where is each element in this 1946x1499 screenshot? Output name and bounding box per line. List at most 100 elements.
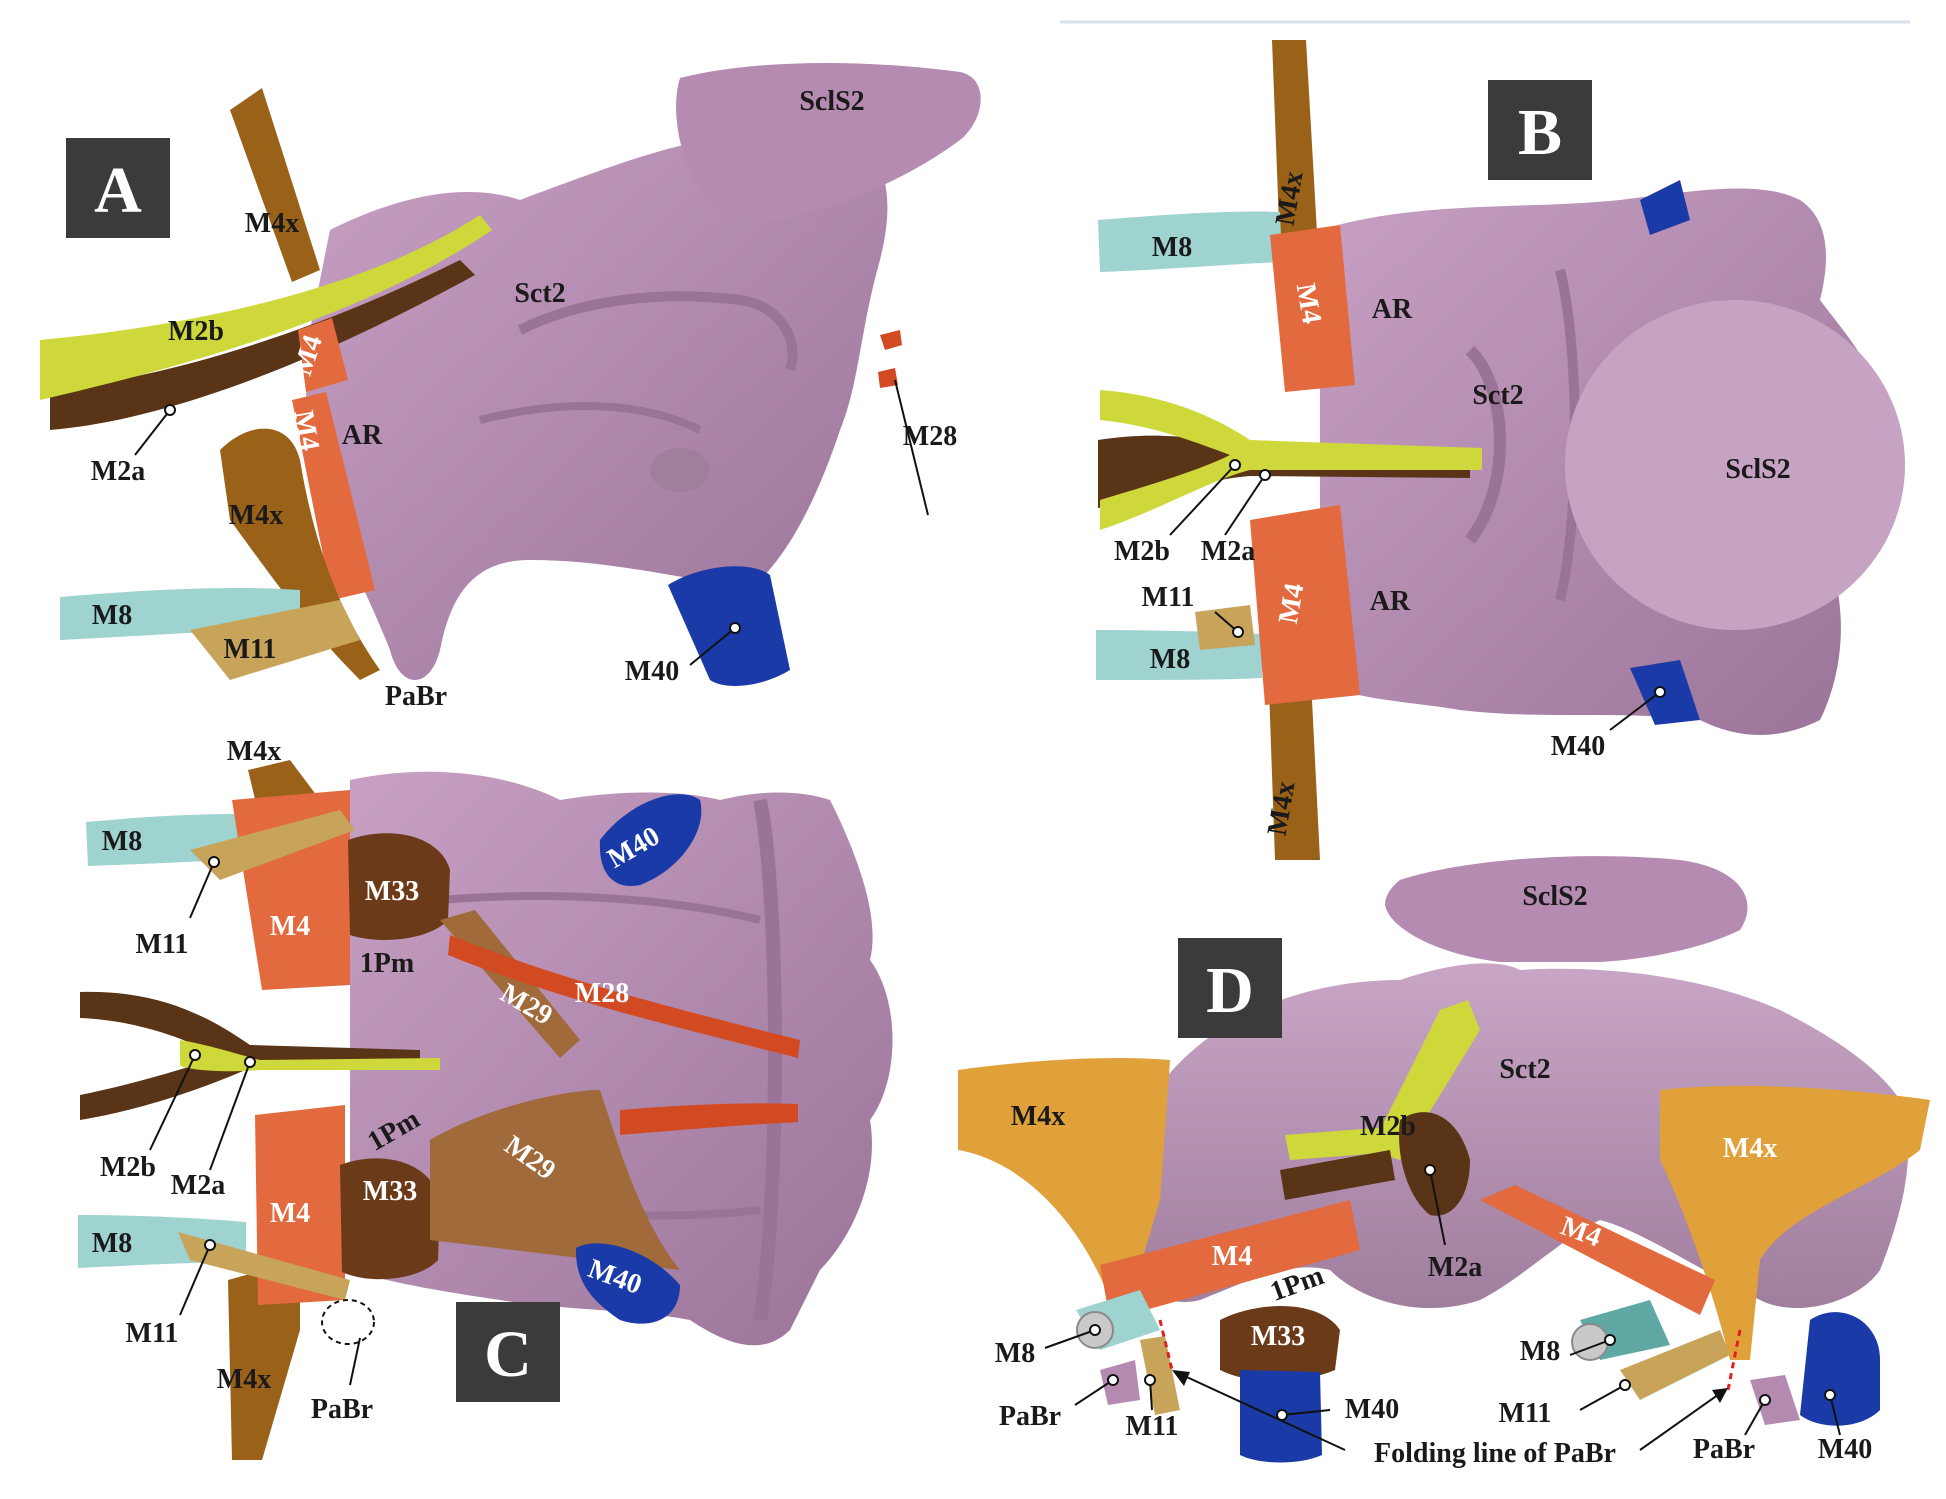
c-leader-m11-bottom	[179, 1244, 211, 1316]
d-m2a-shape	[1280, 1150, 1395, 1200]
a-label-ar: AR	[342, 420, 383, 451]
c-pabr-outline	[321, 1299, 375, 1345]
d-leader-m11-right	[1579, 1384, 1626, 1411]
m4-lower-shape	[292, 392, 375, 600]
d-label-m33: M33	[1251, 1321, 1305, 1352]
c-label-m4-bottom: M4	[270, 1198, 310, 1229]
b-label-m11: M11	[1142, 582, 1195, 613]
b-label-m8-top: M8	[1152, 232, 1192, 263]
d-m2b-shape	[1370, 1000, 1480, 1160]
a-label-m40: M40	[625, 656, 679, 687]
c-m11-top-shape	[190, 810, 355, 880]
panel-d-letter-box	[1178, 938, 1282, 1038]
d-m4-right-shape	[1480, 1185, 1715, 1315]
a-label-scls2: SclS2	[799, 86, 864, 117]
d-label-sct2: Sct2	[1499, 1054, 1550, 1085]
c-label-m33-bottom: M33	[363, 1176, 417, 1207]
c-ridge	[753, 798, 782, 1322]
d-m4x-left-shape	[958, 1058, 1170, 1300]
b-leader-m2b	[1169, 464, 1236, 536]
c-label-m2b: M2b	[100, 1152, 156, 1183]
d-leader-folding-right	[1639, 1391, 1723, 1451]
d-label-m4-left: M4	[1212, 1241, 1252, 1272]
d-dot-pabr-left	[1107, 1374, 1119, 1386]
d-label-m11-right: M11	[1499, 1398, 1552, 1429]
d-dot-m40-right	[1824, 1389, 1836, 1401]
b-label-scls2: SclS2	[1725, 454, 1790, 485]
a-label-m2b: M2b	[168, 316, 224, 347]
b-m4-top-shape	[1270, 225, 1355, 392]
a-label-m8: M8	[92, 600, 132, 631]
b-m4-bottom-shape	[1250, 505, 1360, 705]
d-leader-m8-left	[1044, 1329, 1096, 1349]
d-label-m4x-left: M4x	[1011, 1101, 1065, 1132]
panel-c-letter: C	[484, 1318, 532, 1391]
c-dot-m11-bottom	[204, 1239, 216, 1251]
b-leader-m40	[1609, 691, 1661, 731]
d-dot-m11-left	[1144, 1374, 1156, 1386]
c-label-m4-top: M4	[270, 911, 310, 942]
c-leader-m2b	[149, 1054, 196, 1151]
d-label-m2b: M2b	[1360, 1111, 1416, 1142]
m11-shape	[190, 600, 360, 680]
d-label-pabr-left: PaBr	[999, 1401, 1061, 1432]
c-leader-m11-top	[189, 861, 215, 919]
d-label-m40-left: M40	[1345, 1394, 1399, 1425]
a-ridge	[517, 291, 798, 372]
leader-m40	[689, 627, 736, 666]
d-pabr-left-shape	[1100, 1360, 1140, 1405]
c-dot-m11-top	[208, 856, 220, 868]
a-label-pabr: PaBr	[385, 681, 447, 712]
c-dot-m2b	[189, 1049, 201, 1061]
a-label-m4-lower: M4	[288, 408, 326, 453]
b-label-ar-bottom: AR	[1370, 586, 1411, 617]
d-m11-right-shape	[1620, 1330, 1730, 1400]
c-label-m2a: M2a	[171, 1170, 225, 1201]
d-m2a-blob	[1399, 1112, 1470, 1216]
c-m28-shape	[448, 935, 800, 1058]
c-label-pabr: PaBr	[311, 1394, 373, 1425]
m2a-shape	[50, 260, 475, 430]
d-pabr-right-shape	[1750, 1375, 1800, 1425]
panel-a-letter-box	[66, 138, 170, 238]
d-leader-m2a	[1429, 1169, 1446, 1246]
d-leader-m40-left	[1281, 1409, 1331, 1416]
b-m8-top-shape	[1098, 211, 1282, 272]
a-label-m4x-top: M4x	[245, 208, 299, 239]
c-m2a-shape	[80, 991, 420, 1120]
a-scls2-plate	[676, 62, 981, 220]
d-m40-right-shape	[1800, 1312, 1880, 1426]
panel-c: C M4x M8 M40 M33 M11 M4 1Pm M29 M28 M2b …	[78, 736, 893, 1460]
panel-a: A SclS2 M4x Sct2 M2b M4 M4 AR M2a M4x M2…	[40, 62, 981, 712]
c-label-m28: M28	[575, 978, 629, 1009]
b-label-ar-top: AR	[1372, 294, 1413, 325]
b-m40-top-shape	[1640, 180, 1690, 235]
dot-m40	[729, 622, 741, 634]
d-label-m8-right: M8	[1520, 1336, 1560, 1367]
c-m40-top-shape	[599, 794, 702, 886]
m28-shape	[878, 368, 898, 388]
c-m29-bottom-shape	[430, 1090, 680, 1270]
d-scls2-cap	[1385, 856, 1748, 962]
b-dot-m11	[1232, 626, 1244, 638]
dot-m2a	[164, 404, 176, 416]
c-label-m11-bottom: M11	[126, 1318, 179, 1349]
d-label-m40-right: M40	[1818, 1434, 1872, 1465]
d-label-m2a: M2a	[1428, 1252, 1482, 1283]
c-m33-top-shape	[348, 833, 450, 940]
m28-shape	[880, 330, 902, 350]
b-label-m40: M40	[1551, 731, 1605, 762]
b-leader-m2a	[1224, 474, 1266, 536]
c-dot-m2a	[244, 1056, 256, 1068]
a-bump	[650, 448, 710, 492]
b-label-m2a: M2a	[1201, 536, 1255, 567]
b-label-m4-top: M4	[1290, 281, 1328, 326]
b-dot-m40	[1654, 686, 1666, 698]
d-leader-m40-right	[1829, 1394, 1841, 1436]
c-label-m4x-bottom: M4x	[217, 1364, 271, 1395]
c-m11-bottom-shape	[178, 1232, 350, 1300]
c-m33-bottom-shape	[340, 1158, 440, 1280]
d-m11-left-shape	[1140, 1336, 1180, 1415]
panel-b-letter: B	[1518, 96, 1562, 169]
leader-m28	[894, 379, 929, 516]
